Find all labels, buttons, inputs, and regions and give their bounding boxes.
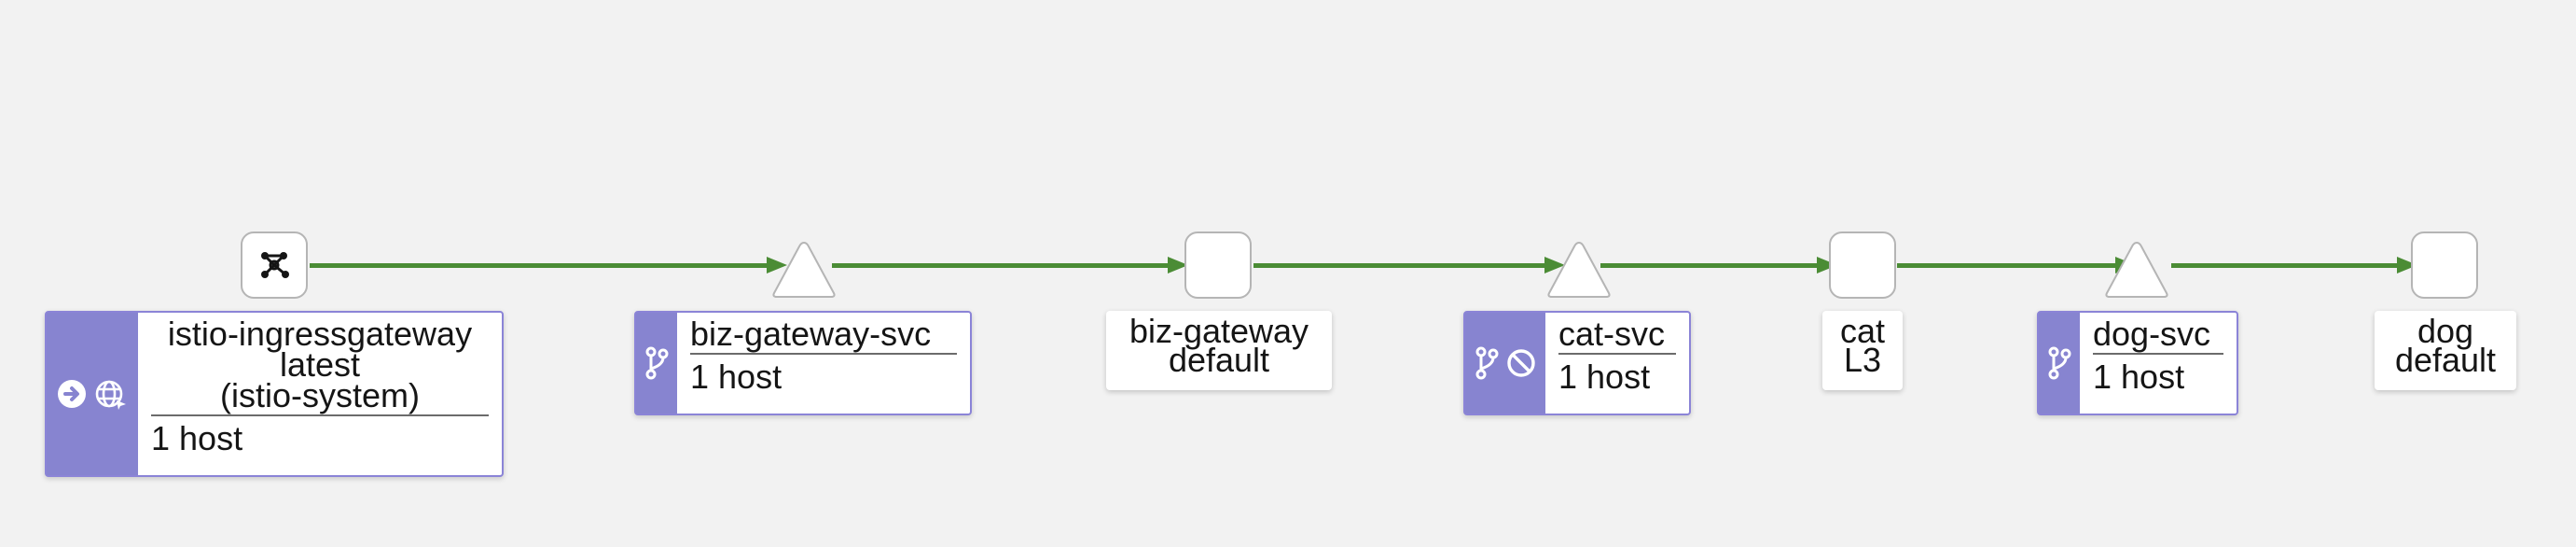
node-title-line: (istio-system) <box>220 376 420 414</box>
node-host-count: 1 host <box>1558 358 1651 396</box>
node-label-line: default <box>2394 341 2497 379</box>
node-card-sidebar <box>1465 313 1545 414</box>
node-card-cat-svc[interactable]: cat-svc 1 host <box>1463 311 1691 415</box>
node-shape-cat-svc[interactable] <box>1546 241 1612 299</box>
node-shape-istio-ingressgateway[interactable] <box>241 231 308 299</box>
node-title-line: cat-svc <box>1558 315 1666 353</box>
node-label-dog[interactable]: dog default <box>2375 311 2516 390</box>
edge-dog-svc-to-dog[interactable] <box>2171 263 2404 268</box>
node-host-count: 1 host <box>151 419 243 457</box>
node-label-line: L3 <box>1843 341 1882 379</box>
edge-arrowhead <box>1168 257 1188 274</box>
edge-biz-gateway-svc-to-biz-gateway[interactable] <box>832 263 1177 268</box>
node-card-sidebar <box>47 313 138 475</box>
node-label-line: default <box>1168 341 1270 379</box>
node-label-line: dog <box>2417 312 2474 350</box>
node-title: dog-svc <box>2093 315 2223 355</box>
edge-arrowhead <box>1544 257 1565 274</box>
node-label-biz-gateway[interactable]: biz-gateway default <box>1106 311 1332 390</box>
node-host-count: 1 host <box>2093 358 2185 396</box>
node-title-line: istio-ingressgateway <box>167 315 473 353</box>
edge-cat-svc-to-cat[interactable] <box>1600 263 1824 268</box>
node-title: cat-svc <box>1558 315 1676 355</box>
edge-arrowhead <box>767 257 787 274</box>
node-host-count: 1 host <box>690 358 782 396</box>
node-shape-dog-svc[interactable] <box>2104 241 2169 299</box>
edge-ingress-to-biz-gateway-svc[interactable] <box>310 263 776 268</box>
branch-icon <box>1475 346 1499 380</box>
branch-icon <box>645 346 669 380</box>
node-shape-biz-gateway[interactable] <box>1184 231 1252 299</box>
branch-icon <box>2048 346 2071 380</box>
edge-biz-gateway-to-cat-svc[interactable] <box>1253 263 1552 268</box>
node-label-cat[interactable]: cat L3 <box>1822 311 1903 390</box>
node-shape-dog[interactable] <box>2411 231 2478 299</box>
node-card-dog-svc[interactable]: dog-svc 1 host <box>2037 311 2238 415</box>
node-title-line: latest <box>279 345 361 384</box>
globe-icon <box>95 380 126 410</box>
edge-cat-to-dog-svc[interactable] <box>1897 263 2121 268</box>
node-card-sidebar <box>636 313 677 414</box>
node-label-line: biz-gateway <box>1129 312 1309 350</box>
node-shape-cat[interactable] <box>1829 231 1896 299</box>
node-card-istio-ingressgateway[interactable]: istio-ingressgateway latest (istio-syste… <box>45 311 504 477</box>
node-label-line: cat <box>1839 312 1886 350</box>
mesh-icon <box>261 252 289 278</box>
node-card-biz-gateway-svc[interactable]: biz-gateway-svc 1 host <box>634 311 972 415</box>
node-title-line: biz-gateway-svc <box>690 315 932 353</box>
arrow-right-circle-icon <box>58 380 86 408</box>
node-card-sidebar <box>2039 313 2080 414</box>
node-shape-biz-gateway-svc[interactable] <box>771 241 837 299</box>
block-icon <box>1507 349 1535 377</box>
node-title: biz-gateway-svc <box>690 315 957 355</box>
node-title: istio-ingressgateway latest (istio-syste… <box>151 315 489 416</box>
node-title-line: dog-svc <box>2093 315 2211 353</box>
